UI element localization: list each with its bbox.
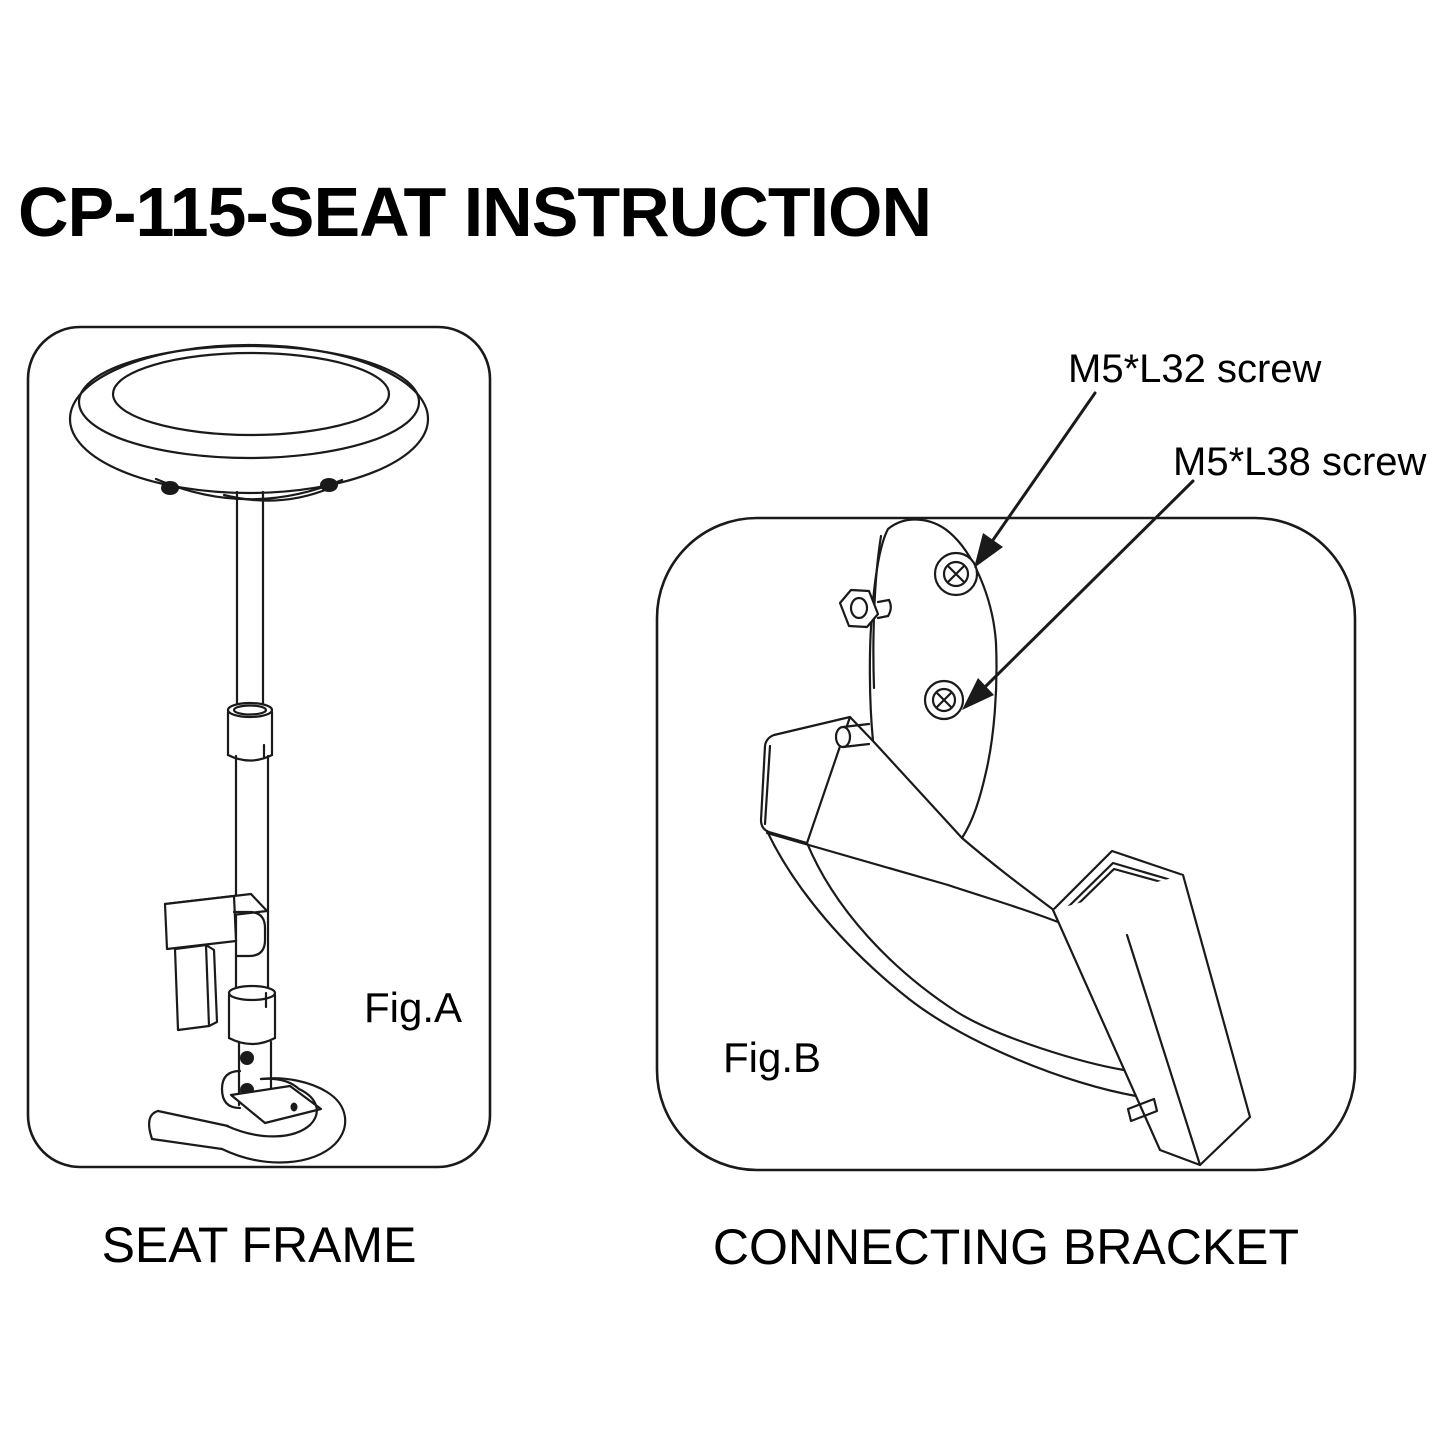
side-bracket (163, 892, 269, 1032)
seat-frame-drawing (68, 343, 430, 1164)
bracket-flap (759, 715, 852, 845)
page-title: CP-115-SEAT INSTRUCTION (18, 173, 932, 251)
fig-a-border (26, 325, 492, 1169)
base-loop (147, 1077, 347, 1164)
bracket-arm (765, 829, 1138, 1098)
fig-b-caption: CONNECTING BRACKET (712, 1219, 1300, 1275)
seat-post-lower (234, 754, 270, 991)
callout-arrow-m5-l38 (962, 479, 1195, 710)
pivot-rod (834, 722, 871, 749)
callout-label-m5-l32: M5*L32 screw (1068, 347, 1322, 391)
fig-b-label: Fig.B (723, 1034, 822, 1081)
connecting-bracket-drawing (759, 518, 1252, 1167)
height-clamp (227, 984, 277, 1046)
stem-screw-upper (240, 1051, 254, 1065)
callout-arrow-m5-l32 (974, 391, 1097, 568)
screw-m5-l32 (933, 551, 979, 597)
hex-bolt (838, 588, 892, 629)
screw-m5-l38 (923, 679, 965, 721)
square-tube (1051, 849, 1252, 1167)
seat-post-upper (235, 490, 265, 708)
seat-cushion (68, 343, 430, 502)
callout-label-m5-l38: M5*L38 screw (1173, 440, 1427, 484)
seat-mount-screw-right (320, 478, 338, 492)
fig-a-caption: SEAT FRAME (101, 1217, 417, 1273)
tube-slot (1126, 1097, 1159, 1123)
fig-a-label: Fig.A (364, 984, 463, 1031)
seat-mount-screw-left (161, 481, 179, 495)
